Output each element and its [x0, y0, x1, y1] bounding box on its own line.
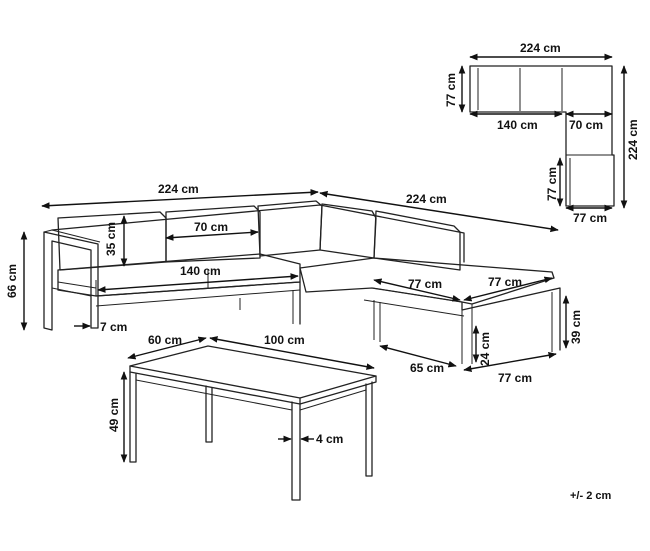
arm-width-label: 7 cm: [100, 320, 127, 334]
table-top: [129, 345, 377, 399]
table-length-arrow: [209, 336, 375, 370]
back-height-label: 35 cm: [104, 222, 118, 256]
plan-sofa-label: 140 cm: [497, 118, 538, 132]
chaise-depth-a-label: 77 cm: [408, 277, 442, 291]
sofa-width-back-label: 224 cm: [158, 182, 199, 196]
sofa-width-side-label: 224 cm: [406, 192, 447, 206]
table-leg-front-right: [291, 401, 301, 501]
cushion-width-label: 70 cm: [194, 220, 228, 234]
table-leg-back-right: [365, 381, 373, 477]
plan-chaise-label: 70 cm: [569, 118, 603, 132]
seat-length-label: 140 cm: [180, 264, 221, 278]
table-leg-label: 4 cm: [316, 432, 343, 446]
back-cushion-4: [319, 203, 377, 259]
left-armrest: [43, 231, 99, 331]
chaise-length-arrow: [463, 351, 557, 373]
chaise-depth-b-arrow: [463, 276, 553, 302]
plan-total-depth-label: 224 cm: [626, 119, 640, 160]
tolerance-note: +/- 2 cm: [570, 490, 611, 502]
table-leg-front-left: [129, 371, 137, 463]
plan-view: 224 cm 77 cm 140 cm 70 cm 224 cm 77 cm 7…: [444, 41, 640, 225]
plan-depth-label: 77 cm: [444, 73, 458, 107]
table-height-label: 49 cm: [107, 398, 121, 432]
plan-outline: [469, 65, 615, 207]
plan-width-label: 224 cm: [520, 41, 561, 55]
table-leg-back-left: [205, 385, 213, 443]
corner-sofa: 224 cm 224 cm 35 cm 70 cm 140 cm 66 cm 7…: [5, 182, 583, 385]
seat-length-arrow: [97, 273, 299, 293]
total-height-label: 66 cm: [5, 264, 19, 298]
plan-chaise-width-label: 77 cm: [573, 211, 607, 225]
sofa-width-side-arrow: [319, 190, 559, 233]
chaise-width-arrow: [379, 344, 457, 368]
chaise-depth-a-arrow: [373, 278, 461, 302]
plan-chaise-length-label: 77 cm: [545, 167, 559, 201]
sofa-width-back-arrow: [41, 189, 319, 209]
leg-height-label: 24 cm: [478, 332, 492, 366]
table-length-label: 100 cm: [264, 333, 305, 347]
cushion-width-arrow: [165, 229, 259, 241]
chaise-length-label: 77 cm: [498, 371, 532, 385]
table-depth-label: 60 cm: [148, 333, 182, 347]
table-depth-arrow: [127, 336, 207, 360]
seat-height-label: 39 cm: [569, 310, 583, 344]
chaise-width-label: 65 cm: [410, 361, 444, 375]
coffee-table: 60 cm 100 cm 49 cm 4 cm: [107, 333, 377, 501]
chaise-depth-b-label: 77 cm: [488, 275, 522, 289]
